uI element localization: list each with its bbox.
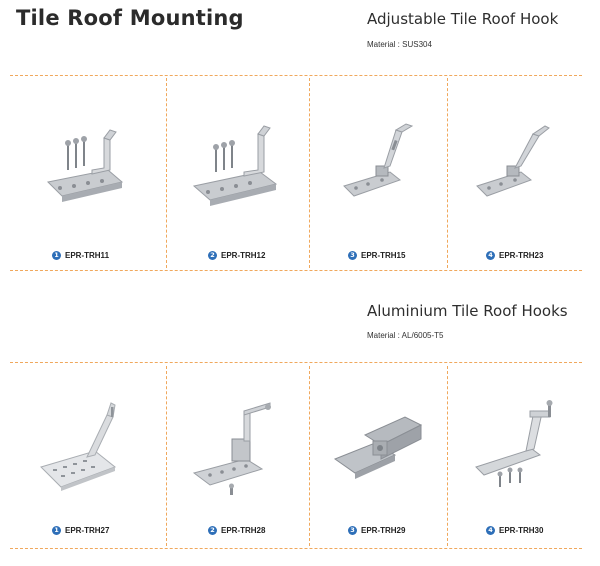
page-title: Tile Roof Mounting [16, 6, 244, 30]
number-badge: 3 [348, 251, 357, 260]
number-badge: 4 [486, 251, 495, 260]
column-divider [166, 366, 167, 546]
product-image-epr-trh30 [466, 395, 576, 505]
divider-bottom-1 [10, 270, 582, 271]
divider-bottom-2 [10, 548, 582, 549]
product-code: EPR-TRH15 [361, 251, 406, 260]
product-image-epr-trh29 [325, 395, 440, 505]
aluminium-hook-with-screws-icon [475, 400, 553, 487]
product-label-epr-trh30: 4 EPR-TRH30 [486, 526, 543, 535]
column-divider [309, 366, 310, 546]
product-code: EPR-TRH27 [65, 526, 110, 535]
column-divider [166, 78, 167, 268]
product-code: EPR-TRH11 [65, 251, 110, 260]
section-2-material: Material : AL/6005-T5 [367, 331, 444, 340]
column-divider [447, 78, 448, 268]
product-label-epr-trh29: 3 EPR-TRH29 [348, 526, 405, 535]
column-divider [447, 366, 448, 546]
product-label-epr-trh23: 4 EPR-TRH23 [486, 251, 543, 260]
number-badge: 3 [348, 526, 357, 535]
product-code: EPR-TRH28 [221, 526, 266, 535]
steel-adjustable-hook-icon [343, 123, 414, 197]
column-divider [309, 78, 310, 268]
steel-adjustable-hook-icon [476, 125, 550, 197]
number-badge: 2 [208, 251, 217, 260]
product-image-epr-trh15 [330, 110, 440, 220]
section-1-title: Adjustable Tile Roof Hook [367, 10, 559, 28]
product-image-epr-trh27 [35, 395, 155, 505]
number-badge: 4 [486, 526, 495, 535]
product-label-epr-trh28: 2 EPR-TRH28 [208, 526, 265, 535]
steel-base-hook-icon [192, 125, 278, 206]
product-image-epr-trh28 [182, 395, 302, 505]
product-image-epr-trh23 [465, 110, 575, 220]
steel-base-hook-icon [46, 129, 124, 202]
product-code: EPR-TRH30 [499, 526, 544, 535]
section-2-title: Aluminium Tile Roof Hooks [367, 302, 568, 320]
number-badge: 1 [52, 251, 61, 260]
product-image-epr-trh11 [30, 110, 150, 220]
product-label-epr-trh27: 1 EPR-TRH27 [52, 526, 109, 535]
divider-top-2 [10, 362, 582, 363]
section-1-material: Material : SUS304 [367, 40, 432, 49]
product-code: EPR-TRH23 [499, 251, 544, 260]
product-image-epr-trh12 [180, 110, 300, 220]
number-badge: 1 [52, 526, 61, 535]
product-label-epr-trh15: 3 EPR-TRH15 [348, 251, 405, 260]
product-label-epr-trh12: 2 EPR-TRH12 [208, 251, 265, 260]
number-badge: 2 [208, 526, 217, 535]
aluminium-adjustable-hook-icon [192, 402, 271, 495]
aluminium-hook-plate-icon [40, 402, 117, 491]
product-code: EPR-TRH12 [221, 251, 266, 260]
aluminium-clamp-hook-icon [333, 416, 423, 479]
divider-top-1 [10, 75, 582, 76]
product-label-epr-trh11: 1 EPR-TRH11 [52, 251, 109, 260]
product-code: EPR-TRH29 [361, 526, 406, 535]
